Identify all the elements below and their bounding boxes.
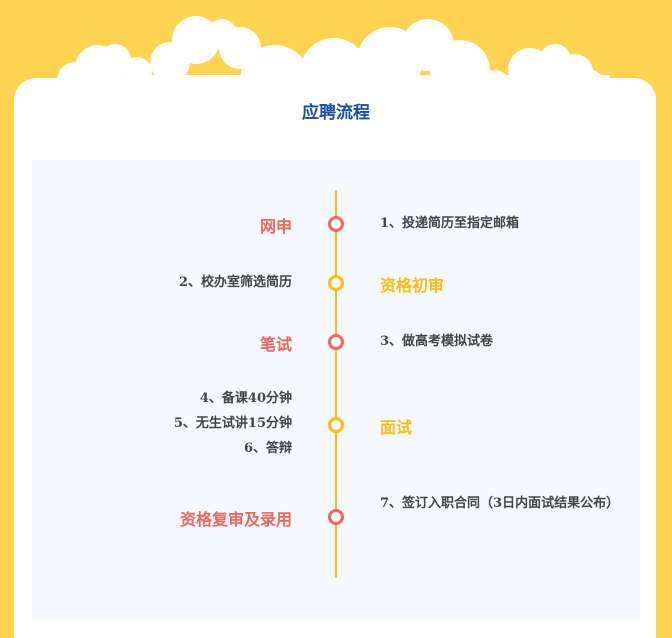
timeline-line: [335, 190, 337, 578]
timeline-dot: [328, 334, 344, 350]
step-detail: 5、无生试讲15分钟: [173, 416, 292, 431]
step-detail: 4、备课40分钟: [199, 391, 292, 406]
timeline-dot: [328, 275, 344, 291]
timeline-dot: [328, 216, 344, 232]
stage-label: 笔试: [259, 335, 292, 354]
page-title: 应聘流程: [296, 98, 376, 126]
timeline-dot: [328, 417, 344, 433]
step-detail: 7、签订入职合同（3日内面试结果公布）: [380, 496, 620, 511]
timeline-dot: [328, 509, 344, 525]
step-detail: 6、答辩: [243, 441, 292, 456]
stage-label: 资格复审及录用: [179, 510, 292, 529]
stage-label: 资格初审: [380, 276, 445, 295]
step-detail: 3、做高考模拟试卷: [380, 334, 494, 349]
step-detail: 2、校办室筛选简历: [178, 275, 292, 290]
stage-label: 面试: [380, 418, 413, 437]
step-detail: 1、投递简历至指定邮箱: [380, 216, 520, 231]
stage-label: 网申: [259, 217, 292, 236]
